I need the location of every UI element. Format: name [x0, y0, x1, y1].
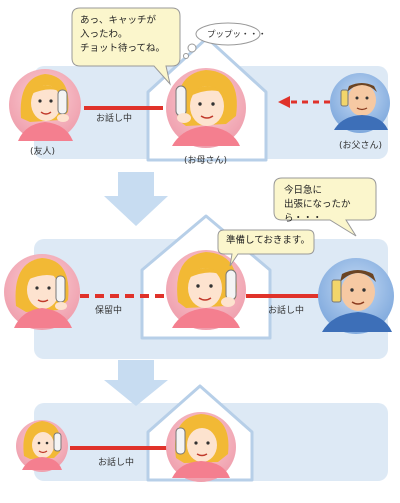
- father-bubble-text-2: 今日急に 出張になったから・・・: [284, 185, 351, 224]
- mother-portrait-2: [166, 250, 246, 330]
- father-portrait: [330, 73, 390, 133]
- sound-bubble: [195, 22, 261, 46]
- mother-bubble-text-2: 準備しておきます。: [226, 235, 310, 246]
- friend-portrait: [9, 69, 81, 141]
- talk-label-3: お話し中: [98, 458, 135, 468]
- mother-bubble-text-1: あっ、キャッチが 入ったわ。 チョット待ってね。: [80, 15, 166, 54]
- friend-portrait-3: [16, 420, 68, 472]
- hold-label: 保留中: [95, 306, 123, 316]
- incoming-call-arrowhead: [278, 96, 290, 108]
- mother-portrait-3: [166, 412, 236, 482]
- label-mother: (お母さん): [184, 156, 228, 166]
- down-arrow-1: [104, 172, 168, 226]
- father-portrait-2: [318, 258, 394, 334]
- speech-bubble-mother-2: [217, 229, 315, 267]
- friend-portrait-2: [4, 254, 80, 330]
- mother-portrait: [166, 68, 246, 148]
- label-friend: (友人): [30, 147, 56, 157]
- speech-bubble-father-2: [273, 177, 377, 237]
- speech-bubble-mother-1: [71, 7, 181, 86]
- talk-label-2: お話し中: [268, 306, 305, 316]
- label-father: (お父さん): [339, 141, 383, 151]
- talk-label-1: お話し中: [96, 114, 133, 124]
- down-arrow-2: [104, 360, 168, 406]
- call-waiting-sound-text: プップッ・・・: [207, 30, 267, 40]
